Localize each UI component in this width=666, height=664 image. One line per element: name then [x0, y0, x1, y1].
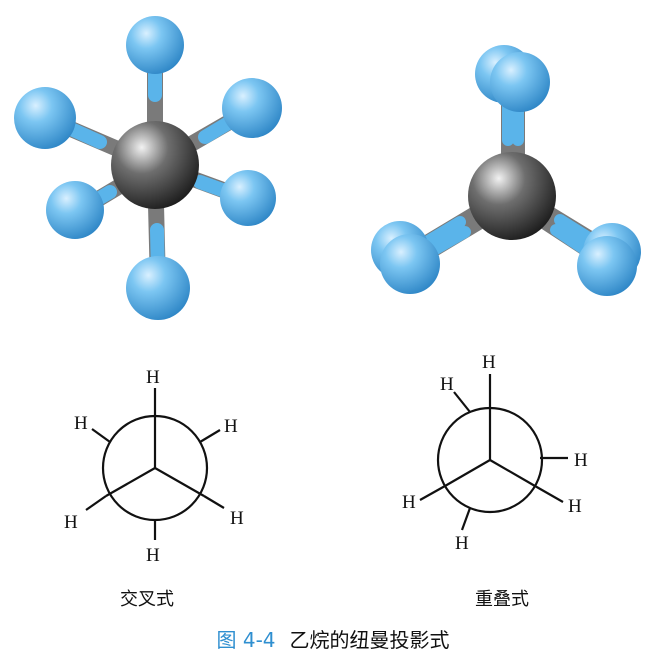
h-label: H — [146, 545, 160, 566]
front-bond — [154, 467, 205, 497]
hydrogen-atom — [126, 256, 190, 320]
h-label: H — [440, 374, 454, 395]
front-bond — [203, 495, 225, 509]
h-label: H — [482, 352, 496, 373]
hydrogen-atom — [222, 78, 282, 138]
staggered-ball-model — [14, 16, 282, 320]
h-label: H — [568, 496, 582, 517]
staggered-newman-projection — [85, 388, 225, 540]
staggered-h-labels: H H H H H H — [64, 367, 244, 566]
h-label: H — [146, 367, 160, 388]
hydrogen-atom — [220, 170, 276, 226]
hydrogen-atom — [577, 236, 637, 296]
hydrogen-atom — [14, 87, 76, 149]
h-label: H — [402, 492, 416, 513]
h-label: H — [74, 413, 88, 434]
eclipsed-h-labels: H H H H H H — [402, 352, 588, 554]
staggered-caption: 交叉式 — [120, 589, 174, 610]
h-label: H — [230, 508, 244, 529]
front-bond — [534, 485, 564, 503]
h-label: H — [224, 416, 238, 437]
front-bond — [489, 459, 536, 487]
front-bond — [444, 459, 491, 487]
carbon-atom — [111, 121, 199, 209]
rear-bond — [453, 391, 471, 413]
front-bond — [419, 485, 446, 501]
hydrogen-atom — [380, 234, 440, 294]
hydrogen-atom — [126, 16, 184, 74]
rear-bond — [460, 507, 472, 531]
h-label: H — [64, 512, 78, 533]
hydrogen-atom — [490, 52, 550, 112]
eclipsed-newman-projection — [419, 374, 568, 531]
eclipsed-caption: 重叠式 — [475, 589, 529, 610]
front-bond — [85, 495, 107, 511]
rear-bond — [91, 428, 111, 443]
hydrogen-atom — [46, 181, 104, 239]
figure-number: 图 4-4 — [216, 628, 276, 652]
carbon-atom — [468, 152, 556, 240]
front-bond — [105, 467, 156, 497]
figure-title: 乙烷的纽曼投影式 — [289, 628, 450, 652]
rear-bond — [199, 429, 221, 443]
eclipsed-ball-model — [371, 45, 641, 296]
h-label: H — [574, 450, 588, 471]
figure-caption: 图 4-4 乙烷的纽曼投影式 — [0, 624, 666, 653]
h-label: H — [455, 533, 469, 554]
